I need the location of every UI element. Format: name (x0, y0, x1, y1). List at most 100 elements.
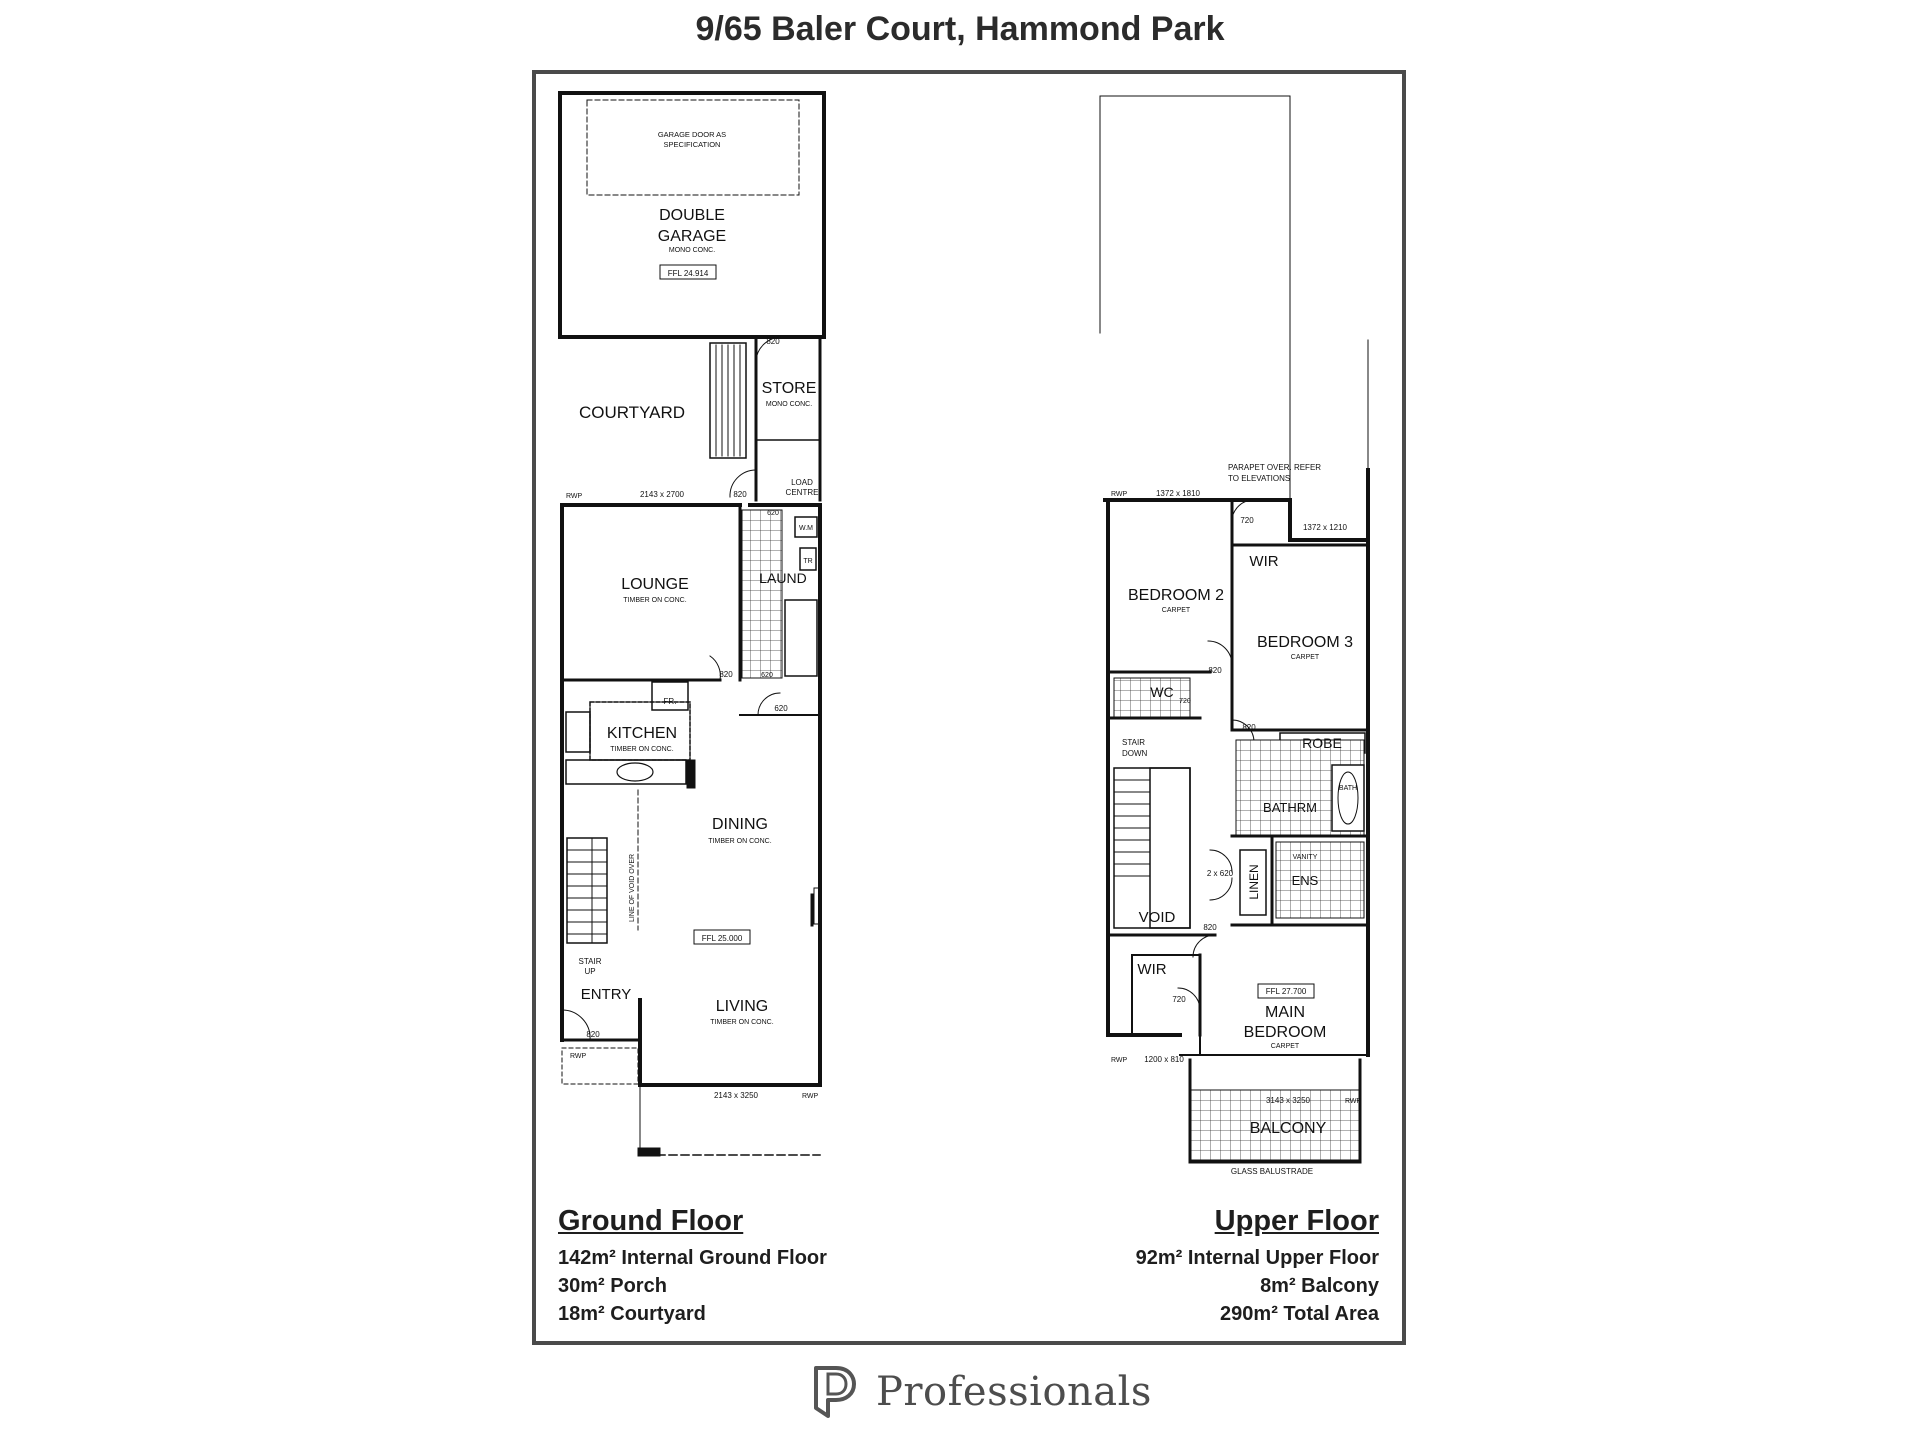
rwp-upper-3: RWP (1345, 1098, 1362, 1105)
room-label-robe: ROBE (1302, 735, 1342, 751)
dim-laund-1: 620 (767, 510, 779, 517)
ground-ffl-box (693, 929, 751, 945)
living-finish: TIMBER ON CONC. (710, 1019, 773, 1026)
upper-floor-labels: PARAPET OVER. REFER TO ELEVATIONS RWP 13… (1111, 463, 1362, 1176)
garage-door-note-1: GARAGE DOOR AS (658, 130, 726, 139)
room-label-courtyard: COURTYARD (579, 403, 685, 422)
stair-up-2: UP (584, 967, 595, 976)
bath-label: BATH (1339, 785, 1357, 792)
dim-entry-door: 820 (586, 1030, 600, 1039)
stair-down-2: DOWN (1122, 749, 1148, 758)
win-living-bottom: 2143 x 3250 (714, 1091, 759, 1100)
rwp-upper-2: RWP (1111, 1057, 1128, 1064)
room-label-main: MAIN (1265, 1004, 1305, 1021)
courtyard-bench (709, 342, 747, 459)
ground-floor-legend: Ground Floor 142m² Internal Ground Floor… (558, 1205, 827, 1328)
stair-down-1: STAIR (1122, 738, 1145, 747)
glass-balustrade: GLASS BALUSTRADE (1231, 1167, 1313, 1176)
garage-finish: MONO CONC. (669, 247, 715, 254)
ground-floor-labels: GARAGE DOOR AS SPECIFICATION DOUBLE GARA… (566, 130, 819, 1100)
upper-ffl-box (1257, 983, 1315, 999)
room-label-laund: LAUND (759, 570, 806, 586)
ground-ffl: FFL 25.000 (702, 934, 743, 943)
win-bed3: 1372 x 1210 (1303, 523, 1348, 532)
upper-floor-legend: Upper Floor 92m² Internal Upper Floor 8m… (1136, 1205, 1379, 1328)
page-title: 9/65 Baler Court, Hammond Park (695, 10, 1225, 48)
dim-main-door: 820 (1203, 923, 1217, 932)
dim-bed2-door: 820 (1208, 666, 1222, 675)
load-centre-1: LOAD (791, 478, 813, 487)
professionals-logo-icon (814, 1366, 856, 1418)
room-label-garage: GARAGE (658, 228, 726, 245)
room-label-store: STORE (762, 380, 817, 397)
ground-area-porch: 30m² Porch (558, 1275, 667, 1297)
main-finish: CARPET (1271, 1043, 1300, 1050)
brand-logo: Professionals (812, 1362, 1152, 1422)
fridge-label: FR. (664, 697, 677, 706)
room-label-bedroom3: BEDROOM 3 (1257, 634, 1353, 651)
void-line-note: LINE OF VOID OVER (629, 854, 636, 922)
room-label-lounge: LOUNGE (621, 576, 689, 593)
room-label-entry: ENTRY (581, 986, 632, 1003)
room-label-bedroom: BEDROOM (1244, 1024, 1327, 1041)
ground-area-courtyard: 18m² Courtyard (558, 1303, 706, 1325)
rwp-ground-2: RWP (570, 1053, 587, 1060)
rwp-ground-1: RWP (566, 493, 583, 500)
bed3-finish: CARPET (1291, 654, 1320, 661)
dim-wir1-door: 720 (1240, 516, 1254, 525)
dim-lounge-door: 820 (719, 670, 733, 679)
dim-laund-3: 620 (774, 704, 788, 713)
stair-up-1: STAIR (579, 957, 602, 966)
tr-label: TR (803, 558, 812, 565)
dim-linen-doors: 2 x 620 (1207, 869, 1234, 878)
garage-ffl-box (659, 264, 717, 280)
room-label-wir2: WIR (1137, 961, 1166, 978)
kitchen-finish: TIMBER ON CONC. (610, 746, 673, 753)
parapet-note-2: TO ELEVATIONS (1228, 474, 1290, 483)
rwp-upper-1: RWP (1111, 491, 1128, 498)
room-label-double: DOUBLE (659, 207, 725, 224)
vanity-label: VANITY (1293, 854, 1318, 861)
lounge-finish: TIMBER ON CONC. (623, 597, 686, 604)
upper-area-balcony: 8m² Balcony (1260, 1275, 1379, 1297)
garage-door-outline (586, 99, 800, 196)
load-centre-2: CENTRE (786, 488, 819, 497)
upper-floor-plan (1099, 95, 1370, 1164)
dim-store-door: 820 (766, 337, 780, 346)
wm-label: W.M (799, 525, 813, 532)
room-label-balcony: BALCONY (1250, 1120, 1327, 1137)
win-wir2: 1200 x 810 (1144, 1055, 1184, 1064)
dim-wc-door: 720 (1179, 698, 1191, 705)
room-label-wc: WC (1150, 684, 1173, 700)
plan-frame (532, 70, 1406, 1345)
bed2-finish: CARPET (1162, 607, 1191, 614)
room-label-kitchen: KITCHEN (607, 725, 677, 742)
upper-area-internal: 92m² Internal Upper Floor (1135, 1247, 1379, 1269)
dim-wir2-door: 720 (1172, 995, 1186, 1004)
dim-courtyard-door: 820 (733, 490, 747, 499)
win-lounge-top: 2143 x 2700 (640, 490, 685, 499)
upper-area-total: 290m² Total Area (1220, 1303, 1379, 1325)
room-label-ens: ENS (1292, 873, 1319, 888)
dim-bed3-door: 820 (1242, 723, 1256, 732)
store-finish: MONO CONC. (766, 401, 812, 408)
room-label-dining: DINING (712, 816, 768, 833)
ground-area-internal: 142m² Internal Ground Floor (558, 1247, 827, 1269)
garage-walls (558, 91, 826, 339)
room-label-wir1: WIR (1249, 553, 1278, 570)
upper-floor-heading: Upper Floor (1214, 1205, 1379, 1237)
brand-name: Professionals (876, 1369, 1152, 1415)
garage-door-note-2: SPECIFICATION (664, 140, 721, 149)
garage-ffl: FFL 24.914 (668, 269, 709, 278)
ground-floor-plan (558, 91, 826, 1157)
ground-floor-heading: Ground Floor (558, 1205, 744, 1237)
room-label-living: LIVING (716, 998, 768, 1015)
room-label-void: VOID (1139, 909, 1176, 926)
dining-finish: TIMBER ON CONC. (708, 838, 771, 845)
rwp-ground-3: RWP (802, 1093, 819, 1100)
room-label-linen: LINEN (1247, 864, 1261, 899)
win-bed2: 1372 x 1810 (1156, 489, 1201, 498)
room-label-bedroom2: BEDROOM 2 (1128, 587, 1224, 604)
room-label-bathroom: BATHRM (1263, 800, 1317, 815)
